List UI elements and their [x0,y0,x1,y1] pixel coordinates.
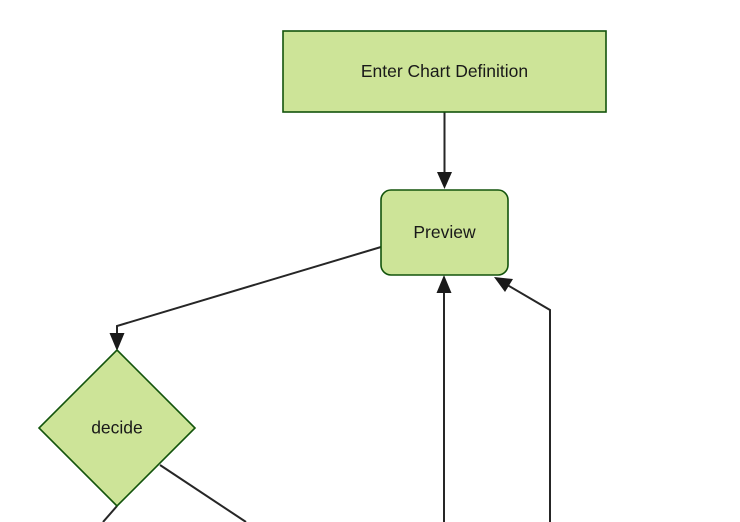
edge-layer [102,112,551,522]
node-layer: Enter Chart Definition Preview decide [37,30,607,508]
edge-enter-chart-definition-to-preview[interactable] [437,112,452,189]
edge-offscreen-bottom-to-preview[interactable] [436,275,452,522]
node-label-decide: decide [91,418,143,438]
edge-line [503,282,551,522]
node-label-preview: Preview [413,222,476,242]
node-decide[interactable]: decide [37,348,197,508]
arrowhead-up-left-icon [494,277,513,292]
node-preview[interactable]: Preview [380,189,509,276]
node-enter-chart-definition[interactable]: Enter Chart Definition [282,30,607,113]
node-rect [282,30,607,113]
node-diamond [37,348,197,508]
edge-decide-to-offscreen-below-right[interactable] [159,464,247,522]
edge-preview-to-decide[interactable] [109,246,382,351]
edge-line [159,464,247,522]
node-label-enter-chart-definition: Enter Chart Definition [361,61,528,81]
edge-offscreen-bottom-right-to-preview[interactable] [494,277,551,522]
arrowhead-down-icon [109,333,125,351]
edge-decide-to-offscreen-below[interactable] [102,505,118,522]
node-rect [380,189,509,276]
arrowhead-down-icon [437,172,452,189]
arrowhead-up-icon [436,275,452,293]
edge-line [116,246,382,340]
edge-line [102,505,118,522]
